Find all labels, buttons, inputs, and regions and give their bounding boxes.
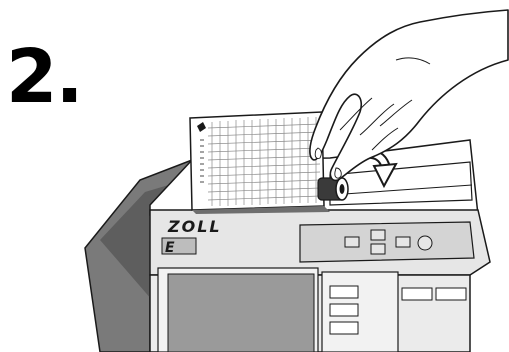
up-arrow-button[interactable] <box>371 230 385 240</box>
side-button-5[interactable] <box>436 288 466 300</box>
display-screen <box>168 274 314 352</box>
side-button-4[interactable] <box>402 288 432 300</box>
down-arrow-button[interactable] <box>371 244 385 254</box>
device-front-panel: ZOLL E <box>150 210 490 275</box>
brand-label: ZOLL <box>167 217 222 236</box>
left-arrow-button[interactable] <box>345 237 359 247</box>
side-button-1[interactable] <box>330 286 358 298</box>
side-button-3[interactable] <box>330 322 358 334</box>
select-knob[interactable] <box>418 236 432 250</box>
model-badge-label: E <box>165 240 175 256</box>
paper-roll-icon <box>318 178 348 200</box>
side-button-2[interactable] <box>330 304 358 316</box>
device-lower-face <box>150 268 470 352</box>
right-arrow-button[interactable] <box>396 237 410 247</box>
ecg-paper-sheet <box>190 112 330 214</box>
